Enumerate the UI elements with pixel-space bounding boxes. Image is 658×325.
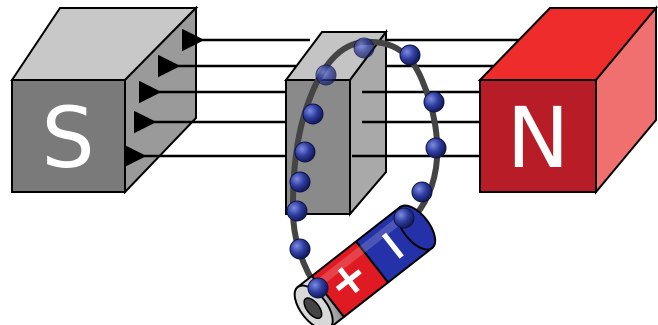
field-lines-left [124,28,310,168]
electrons [286,37,447,299]
north-magnet-front [479,79,597,193]
electron [399,44,421,66]
electron [294,141,316,163]
south-pole-label: S [41,89,94,187]
electron [286,200,308,222]
battery: + − [293,204,437,325]
electron [302,103,324,125]
electron [289,238,311,260]
south-magnet-front [11,79,126,193]
electron [423,91,445,113]
south-magnet: S [10,5,199,195]
electron [289,171,311,193]
north-magnet: N [477,5,658,195]
electron [393,207,415,229]
electron [353,37,375,59]
electron [307,277,329,299]
electron [411,181,433,203]
north-pole-label: N [507,89,570,187]
field-lines-right [352,38,520,158]
electron [425,137,447,159]
battery-terminal [303,297,323,320]
battery-body-highlight [315,211,409,288]
electron [315,64,337,86]
